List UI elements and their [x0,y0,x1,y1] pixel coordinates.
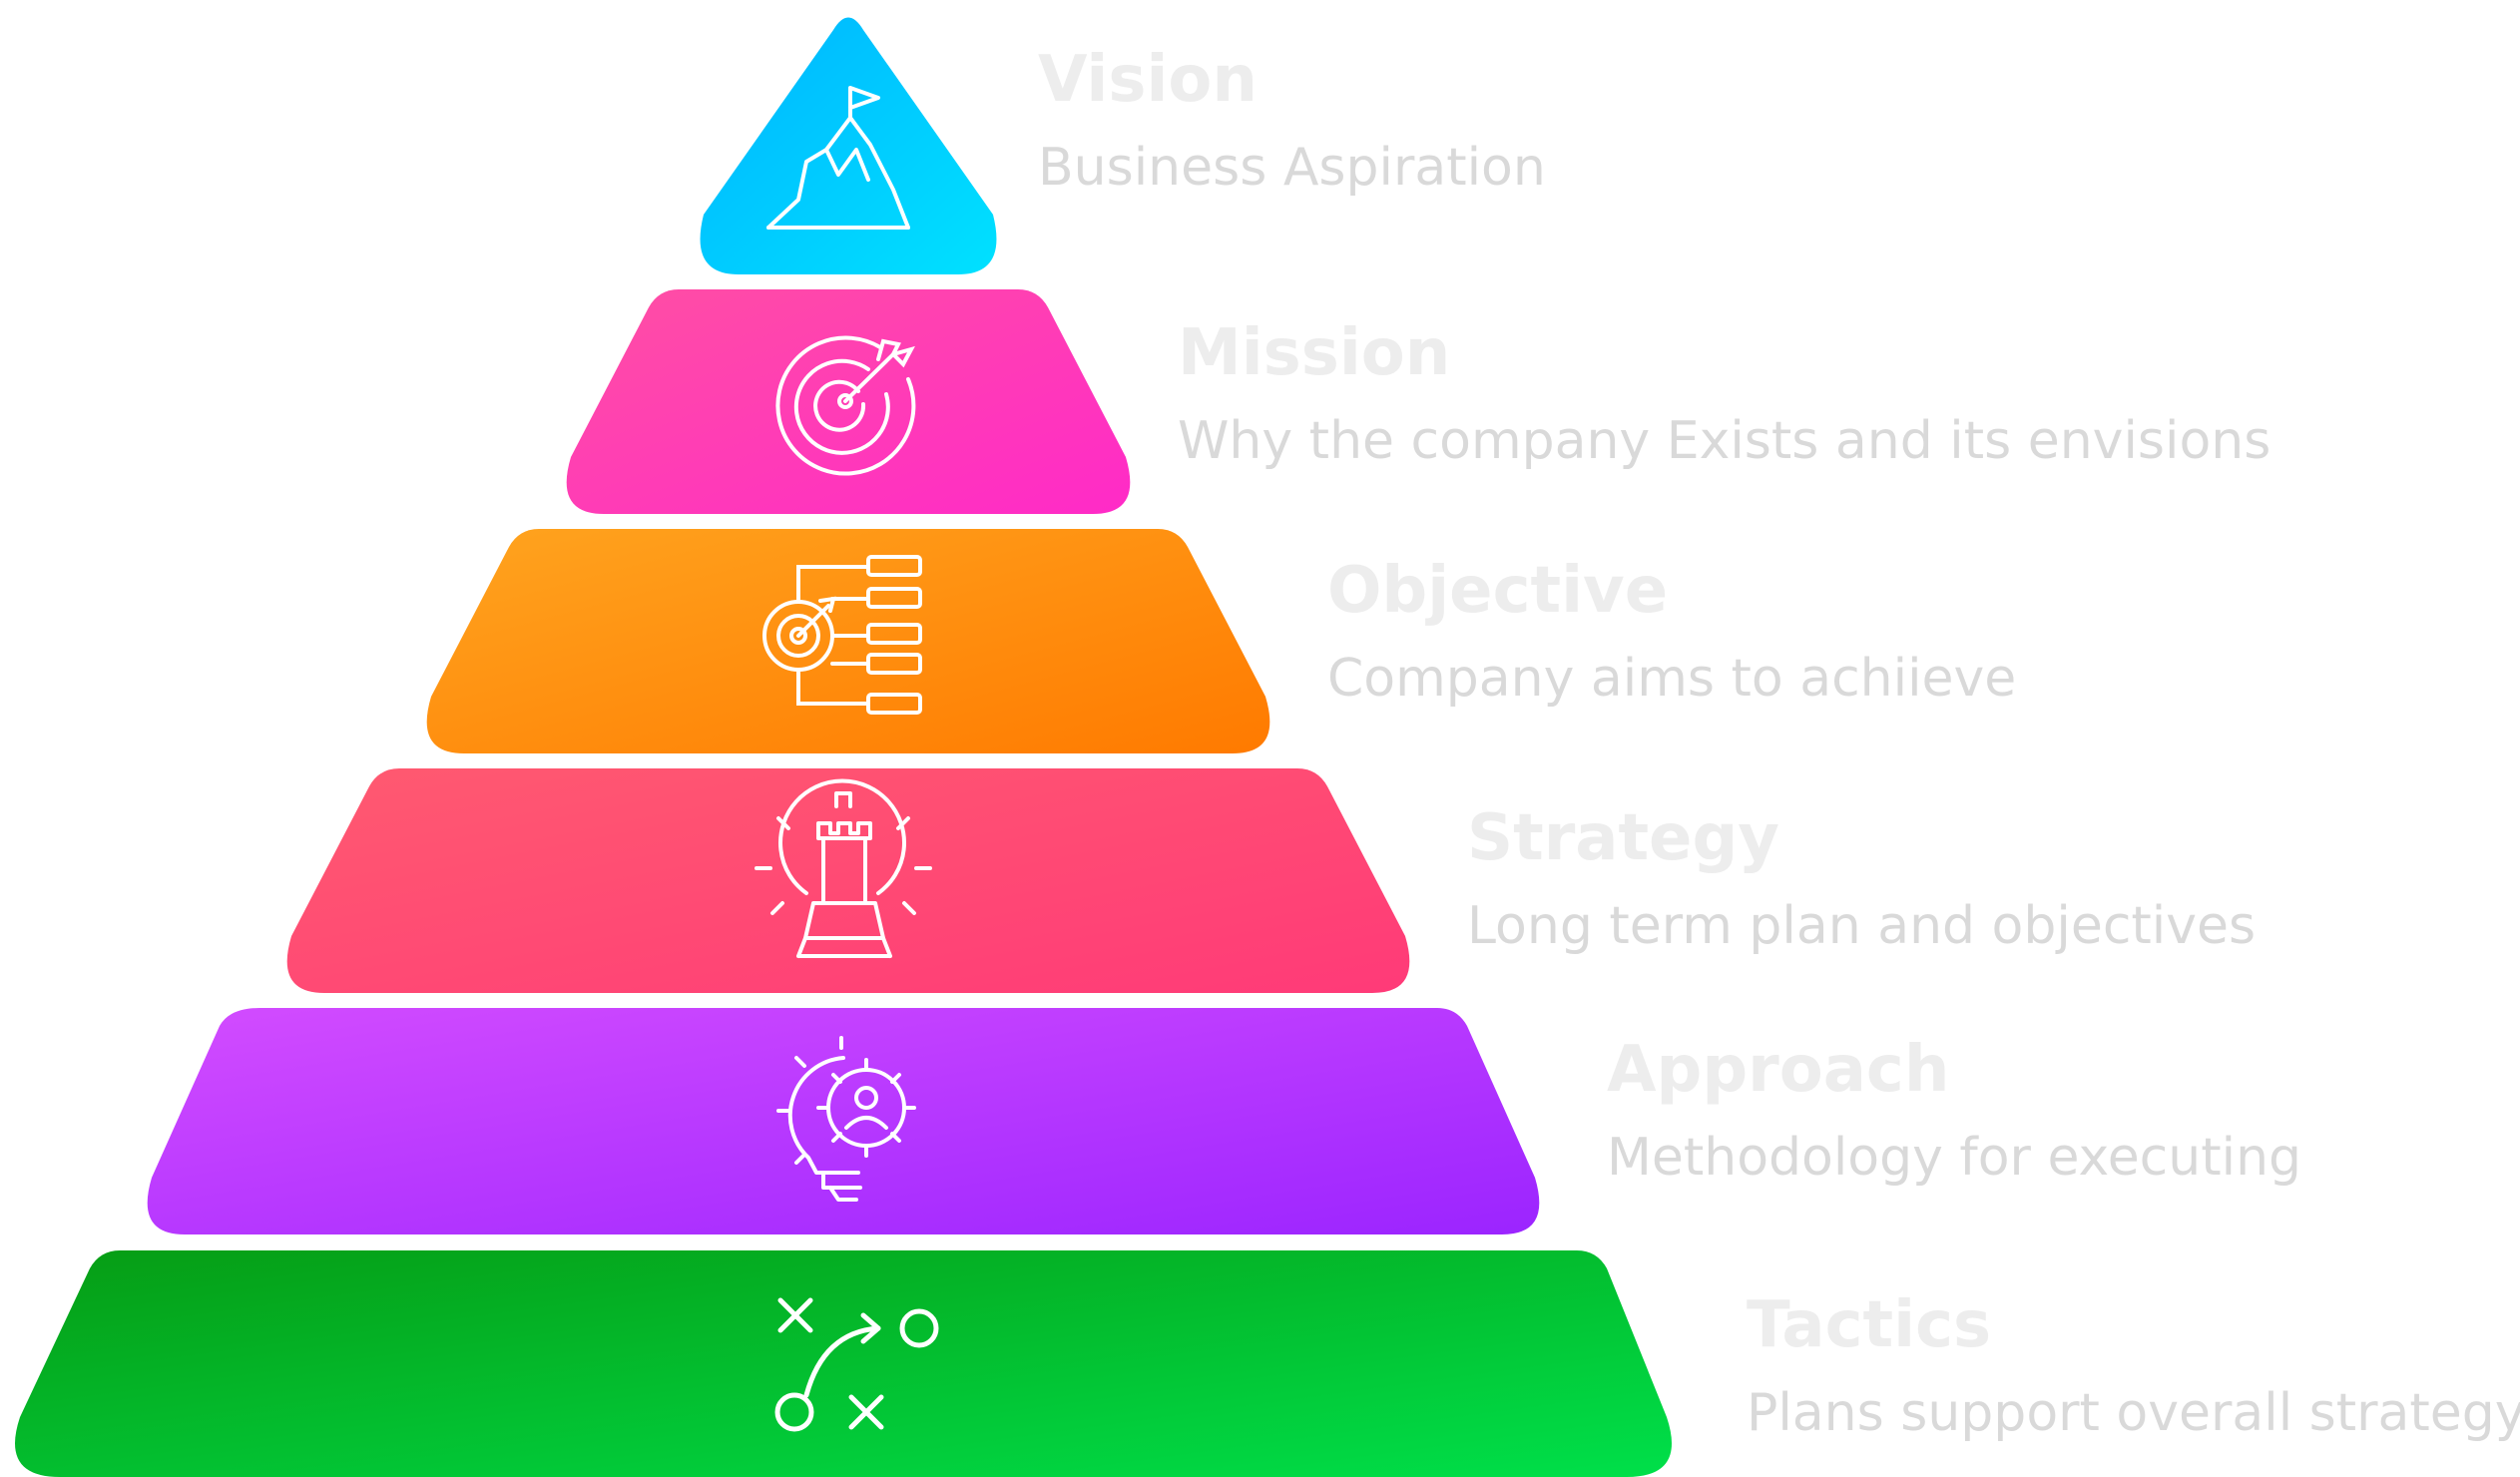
level-title: Mission [1178,316,1451,390]
level-description: Plans support overall strategy [1747,1383,2520,1443]
lightbulb-gear-icon [776,1036,916,1202]
strategy-shape [286,768,1410,993]
level-description: Business Aspiration [1038,138,1546,198]
level-title: Tactics [1747,1288,1992,1362]
level-description: Why the company Exists and its envisions [1178,411,2271,471]
play-diagram-icon [774,1297,939,1432]
mission-shape [566,289,1131,514]
chess-rook-gear-icon [755,778,932,958]
level-description: Methodology for executing [1607,1128,2302,1188]
tactics-shape [15,1250,1672,1477]
objective-shape [426,529,1270,753]
level-label-mission: Mission Why the company Exists and its e… [1178,321,2270,467]
level-objective [426,529,1270,753]
level-title: Strategy [1467,801,1779,875]
level-label-vision: Vision Business Aspiration [1038,48,1546,194]
level-description: Company aims to achiieve [1327,649,2017,709]
level-strategy [286,768,1410,993]
target-flowchart-icon [762,555,922,715]
vision-shape [700,17,997,274]
mountain-flag-icon [766,86,910,230]
level-mission [566,289,1131,514]
level-vision [700,17,997,274]
level-title: Objective [1327,554,1669,628]
level-approach [147,1008,1540,1234]
level-label-objective: Objective Company aims to achiieve [1327,559,2016,705]
level-label-approach: Approach Methodology for executing [1607,1038,2301,1184]
level-tactics [15,1250,1672,1477]
level-label-tactics: Tactics Plans support overall strategy [1747,1293,2520,1439]
level-title: Vision [1038,43,1258,117]
level-label-strategy: Strategy Long term plan and objectives [1467,806,2256,952]
target-arrow-icon [775,335,916,476]
level-title: Approach [1607,1033,1950,1107]
approach-shape [147,1008,1540,1234]
level-description: Long term plan and objectives [1467,896,2257,956]
